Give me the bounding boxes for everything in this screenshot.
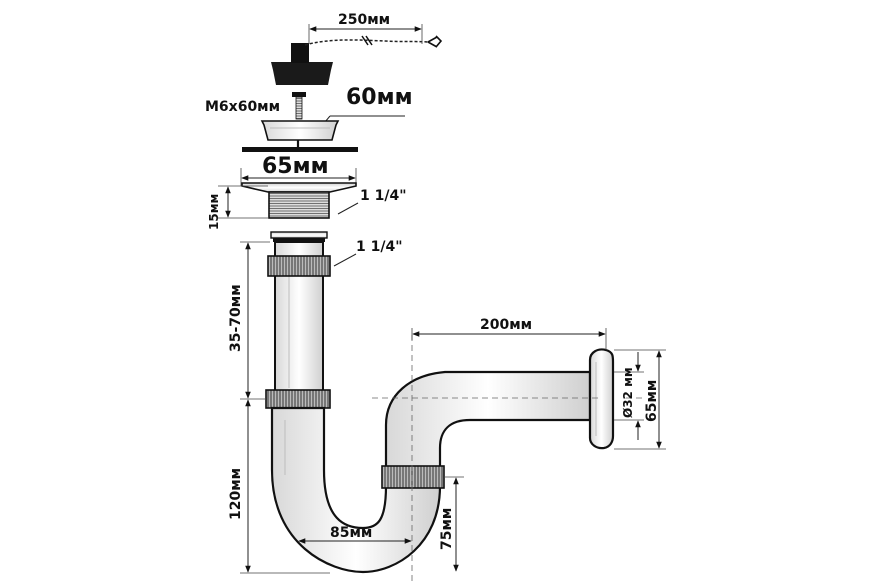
u-bend <box>270 406 442 574</box>
outlet-thread <box>268 191 330 219</box>
trap-riser <box>384 370 592 470</box>
sink-gasket <box>242 147 358 152</box>
tube-length-label: 35-70мм <box>228 284 244 352</box>
tube-thread-leader <box>333 253 357 267</box>
wall-flange <box>588 348 615 450</box>
flange-height-label: 15мм <box>207 194 221 230</box>
middle-nut <box>265 389 331 409</box>
outlet-length-label: 200мм <box>480 317 532 333</box>
lower-nut <box>381 465 445 489</box>
stopper-chain <box>304 39 429 46</box>
trap-assembly: 1 1/4" <box>265 231 615 574</box>
wall-flange-diameter-label: 65мм <box>644 380 660 422</box>
left-dimensions: 35-70мм 120мм <box>228 241 330 574</box>
trap-depth-label: 75мм <box>439 508 455 550</box>
trap-width-label: 85мм <box>330 525 372 541</box>
tube-top-cap <box>270 231 328 239</box>
screw-body <box>295 96 303 120</box>
center-lines <box>372 335 646 583</box>
grate-group: M6x60мм 60мм <box>205 85 413 152</box>
chain-break-mark <box>361 35 369 46</box>
stopper-group: 250мм <box>271 12 443 85</box>
chain-hook <box>427 35 443 48</box>
outlet-flange <box>241 182 357 193</box>
stopper-ring <box>291 43 309 63</box>
outlet-diameter-label: Ø32 мм <box>621 367 635 418</box>
rubber-stopper <box>271 62 333 85</box>
strainer-grate <box>260 120 340 141</box>
bottom-dimensions: 85мм 75мм <box>298 476 464 572</box>
trap-height-label: 120мм <box>228 468 244 520</box>
outlet-thread-label: 1 1/4" <box>360 188 407 204</box>
screw-head <box>292 92 306 97</box>
grate-diameter-label: 60мм <box>346 85 413 110</box>
outlet-group: 65мм 15мм 1 1/4" <box>207 154 407 230</box>
flange-diameter-label: 65мм <box>262 154 329 179</box>
tube-thread-label: 1 1/4" <box>356 239 403 255</box>
right-dimensions: 200мм Ø32 мм 65мм <box>411 317 666 450</box>
outlet-thread-leader <box>337 202 359 215</box>
upper-nut <box>267 255 331 277</box>
screw-label: M6x60мм <box>205 99 280 115</box>
chain-length-label: 250мм <box>338 12 390 28</box>
